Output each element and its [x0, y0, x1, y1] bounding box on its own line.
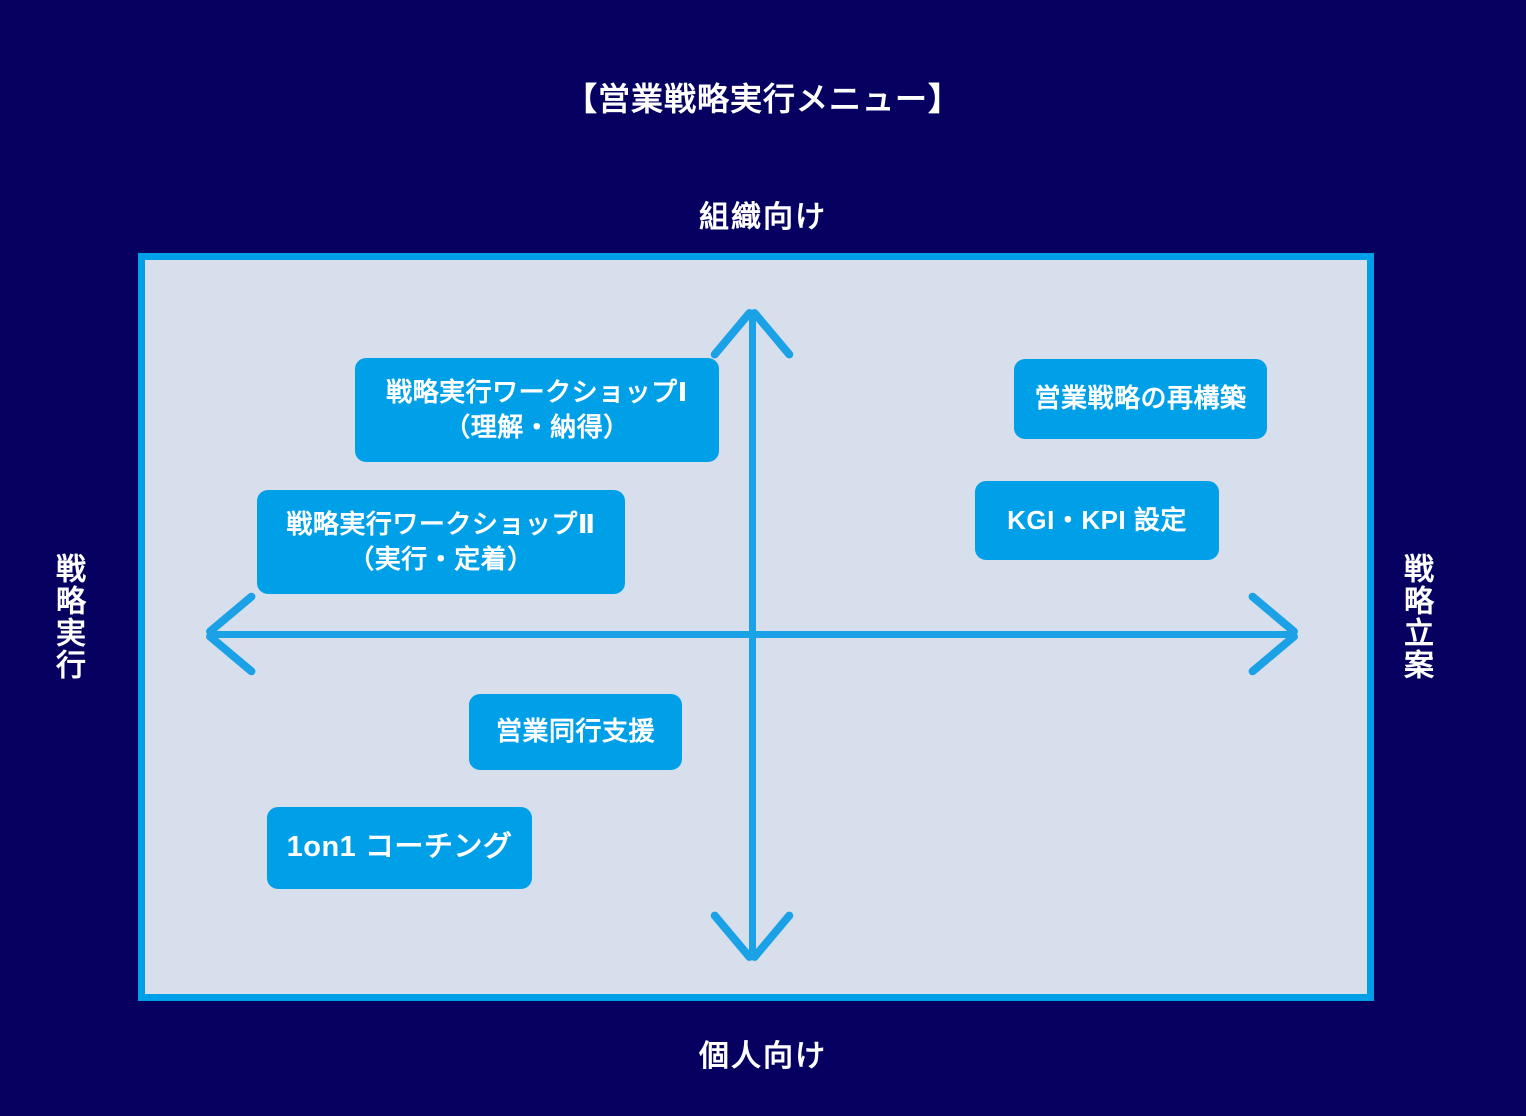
- item-label-line2: （実行・定着）: [348, 544, 534, 574]
- item-label-line1: KGI・KPI 設定: [1007, 504, 1187, 535]
- item-label-line1: 1on1 コーチング: [286, 831, 513, 864]
- item-label-line1: 営業戦略の再構築: [1034, 383, 1247, 414]
- item-box-strategy-rebuild[interactable]: 営業戦略の再構築: [1014, 359, 1267, 439]
- axis-label-left: 戦略実行: [51, 553, 84, 681]
- item-label-line2: （理解・納得）: [444, 412, 630, 442]
- item-box-kgi-kpi[interactable]: KGI・KPI 設定: [975, 481, 1219, 560]
- item-box-workshop-1[interactable]: 戦略実行ワークショップⅠ （理解・納得）: [355, 358, 719, 462]
- item-label-line1: 営業同行支援: [495, 716, 655, 747]
- item-box-sales-accompaniment[interactable]: 営業同行支援: [469, 694, 682, 770]
- item-label-line1: 戦略実行ワークショップⅠ: [386, 376, 688, 407]
- axis-label-top: 組織向け: [699, 201, 827, 234]
- axis-label-bottom: 個人向け: [699, 1040, 827, 1073]
- item-box-one-on-one-coaching[interactable]: 1on1 コーチング: [267, 807, 532, 889]
- page-title: 【営業戦略実行メニュー】: [564, 81, 961, 117]
- axis-label-right: 戦略立案: [1399, 553, 1432, 681]
- item-box-workshop-2[interactable]: 戦略実行ワークショップⅡ （実行・定着）: [257, 490, 625, 594]
- vertical-axis-line: [749, 310, 756, 960]
- item-label-line1: 戦略実行ワークショップⅡ: [286, 508, 596, 539]
- matrix-frame: 戦略実行ワークショップⅠ （理解・納得） 戦略実行ワークショップⅡ （実行・定着…: [138, 253, 1374, 1001]
